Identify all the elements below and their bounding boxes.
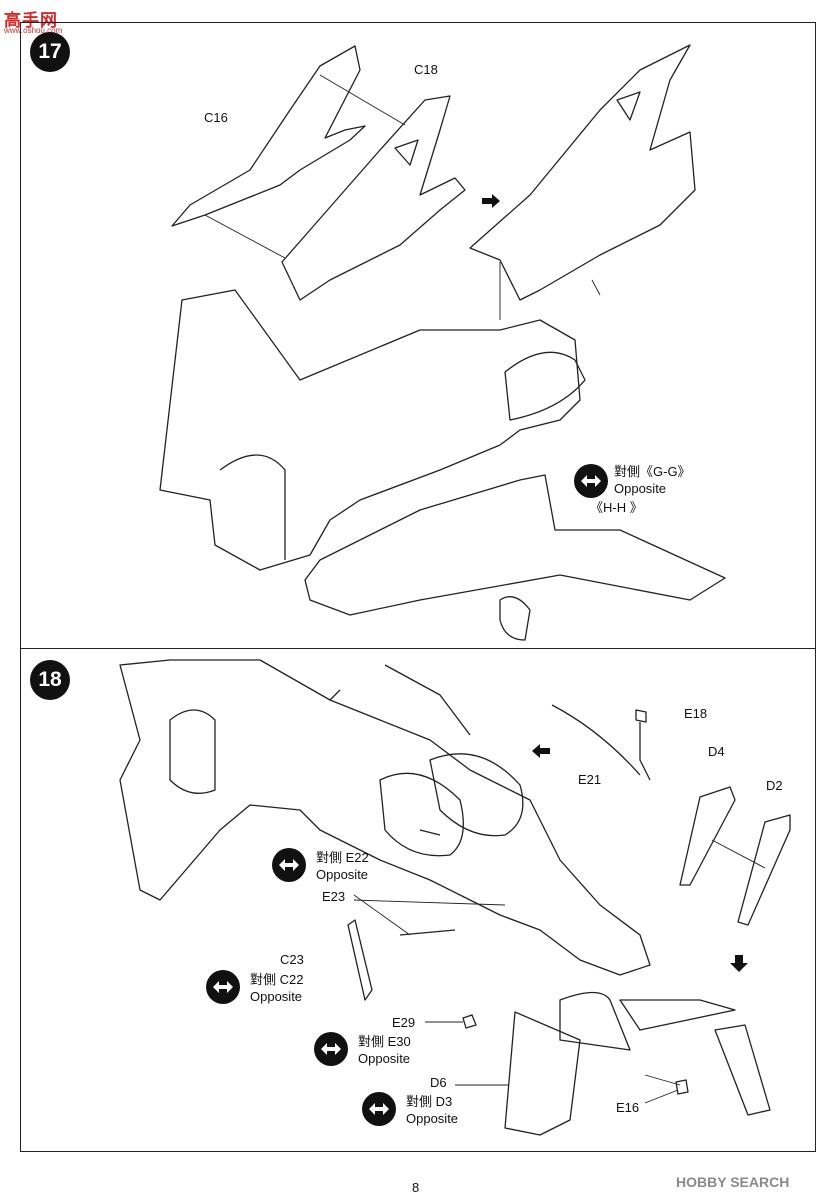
panel-d4-drawing [679, 786, 736, 886]
part-label: C16 [204, 110, 228, 125]
step-number-badge: 17 [30, 32, 70, 72]
part-label: D6 [430, 1075, 447, 1090]
opposite-note-cn: 對側 C22 [250, 972, 304, 987]
part-d6-drawing [504, 1011, 581, 1136]
part-label: D2 [766, 778, 783, 793]
panel-d2-drawing [737, 814, 791, 926]
opposite-note-cn: 對側 E22 [316, 850, 369, 865]
part-c23-drawing [347, 919, 373, 1001]
part-e18-drawing [635, 709, 651, 781]
opposite-note-cn: 對側《G-G》 [614, 464, 691, 479]
instruction-frame [20, 22, 816, 1152]
opposite-note-cn: 對側 E30 [358, 1034, 411, 1049]
opposite-side-icon [314, 1032, 348, 1066]
step-divider [20, 648, 816, 649]
page-number: 8 [412, 1180, 420, 1195]
fuselage-underside-drawing [119, 659, 651, 976]
fin-c18-drawing [281, 95, 466, 301]
part-label: E29 [392, 1015, 416, 1030]
fuselage-rear-drawing [159, 289, 581, 571]
site-watermark: 高手网 [4, 11, 58, 30]
rod-drawing [384, 664, 471, 736]
fin-assembled-drawing [469, 44, 696, 301]
part-label: D4 [708, 744, 725, 759]
part-e21-drawing [551, 704, 641, 776]
opposite-side-icon [574, 464, 608, 498]
opposite-side-icon [272, 848, 306, 882]
ventral-fin-drawing [714, 1024, 771, 1116]
site-watermark-url: www.oshou.com [4, 26, 63, 35]
opposite-note-en: Opposite [358, 1051, 411, 1066]
part-e29-drawing [462, 1014, 477, 1029]
opposite-note-en: Opposite [250, 989, 303, 1004]
part-label: E23 [322, 889, 346, 904]
hobby-search-logo: HOBBY SEARCH [676, 1174, 790, 1190]
part-label: E18 [684, 706, 708, 721]
opposite-note-extra: 《H-H 》 [590, 500, 643, 515]
step-number-badge: 18 [30, 660, 70, 700]
opposite-note-en: Opposite [316, 867, 369, 882]
opposite-note-en: Opposite [614, 481, 667, 496]
part-label: E21 [578, 772, 602, 787]
part-label: C18 [414, 62, 438, 77]
opposite-side-icon [206, 970, 240, 1004]
part-e16-drawing [675, 1079, 689, 1095]
opposite-note-cn: 對側 D3 [406, 1094, 453, 1109]
opposite-side-icon [362, 1092, 396, 1126]
stabilizer-drawing [304, 474, 726, 616]
part-label: E16 [616, 1100, 640, 1115]
part-label: C23 [280, 952, 304, 967]
fin-c16-drawing [171, 45, 366, 227]
opposite-note-en: Opposite [406, 1111, 459, 1126]
